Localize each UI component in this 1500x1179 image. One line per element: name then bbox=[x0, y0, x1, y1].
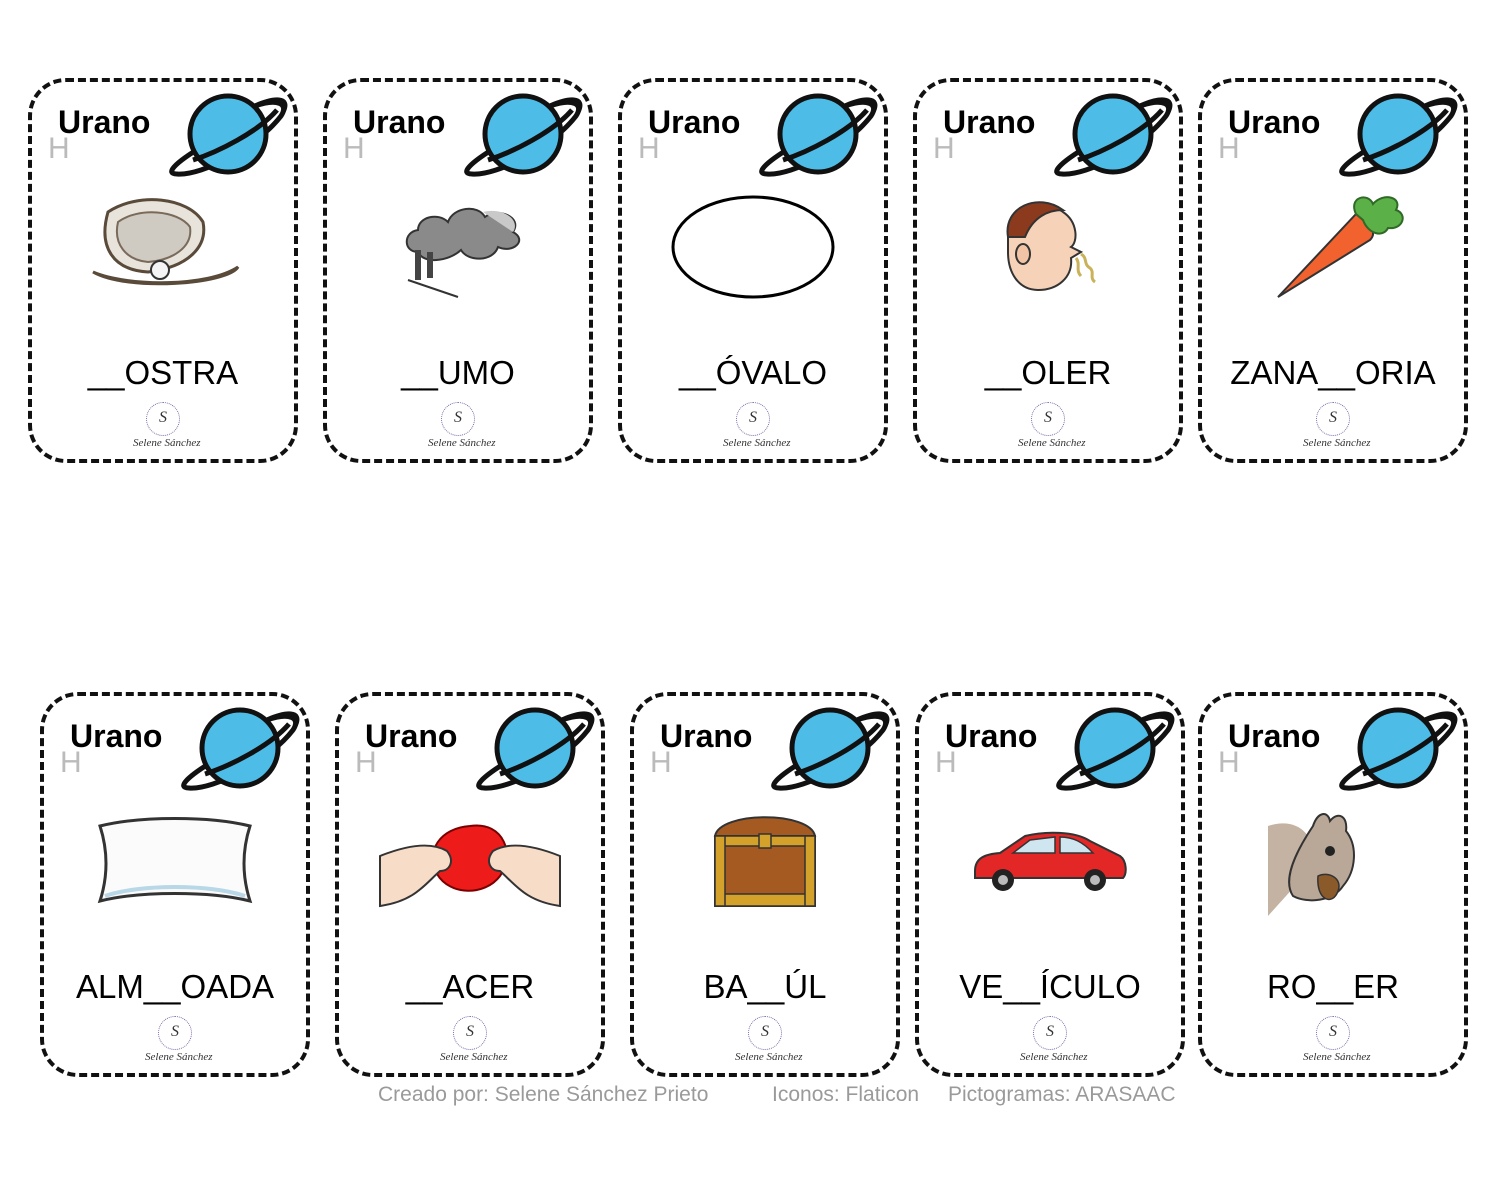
logo-signature: Selene Sánchez bbox=[723, 437, 791, 449]
logo-signature: Selene Sánchez bbox=[1020, 1051, 1088, 1063]
logo-seal: S bbox=[1316, 402, 1350, 436]
card-title: Urano bbox=[660, 718, 753, 754]
uranus-planet-icon bbox=[1333, 86, 1458, 181]
card-word: VE__ÍCULO bbox=[959, 968, 1141, 1005]
card-word: __OSTRA bbox=[87, 354, 239, 391]
logo-seal: S bbox=[158, 1016, 192, 1050]
squirrel-icon bbox=[1238, 806, 1428, 916]
uranus-planet-icon bbox=[470, 700, 595, 795]
card-letter: H bbox=[933, 132, 955, 165]
logo-signature: Selene Sánchez bbox=[1303, 437, 1371, 449]
footer-credits: Creado por: Selene Sánchez Prieto Iconos… bbox=[0, 1083, 1500, 1179]
card-title: Urano bbox=[943, 104, 1036, 140]
logo-signature: Selene Sánchez bbox=[145, 1051, 213, 1063]
logo-seal: S bbox=[1033, 1016, 1067, 1050]
chest-icon bbox=[670, 806, 860, 916]
uranus-planet-icon bbox=[458, 86, 583, 181]
footer-created-by: Creado por: Selene Sánchez Prieto bbox=[378, 1083, 709, 1106]
card-title: Urano bbox=[1228, 104, 1321, 140]
card-title: Urano bbox=[58, 104, 151, 140]
card-title: Urano bbox=[365, 718, 458, 754]
logo-seal: S bbox=[453, 1016, 487, 1050]
card-word: __UMO bbox=[401, 354, 515, 391]
card-letter: H bbox=[935, 746, 957, 779]
card-letter: H bbox=[638, 132, 660, 165]
footer-icons-credit: Iconos: Flaticon bbox=[772, 1083, 920, 1106]
logo-signature: Selene Sánchez bbox=[1303, 1051, 1371, 1063]
logo-seal: S bbox=[441, 402, 475, 436]
card-word: BA__ÚL bbox=[703, 968, 827, 1005]
carrot-icon bbox=[1238, 192, 1428, 302]
uranus-planet-icon bbox=[1048, 86, 1173, 181]
logo-seal: S bbox=[736, 402, 770, 436]
card-word: __ACER bbox=[405, 968, 535, 1005]
logo-seal: S bbox=[748, 1016, 782, 1050]
card-title: Urano bbox=[70, 718, 163, 754]
hands-kneading-icon bbox=[375, 806, 565, 916]
uranus-planet-icon bbox=[765, 700, 890, 795]
card-word: __OLER bbox=[984, 354, 1112, 391]
logo-signature: Selene Sánchez bbox=[428, 437, 496, 449]
logo-signature: Selene Sánchez bbox=[133, 437, 201, 449]
logo-signature: Selene Sánchez bbox=[440, 1051, 508, 1063]
card-letter: H bbox=[343, 132, 365, 165]
oyster-icon bbox=[68, 192, 258, 302]
card-title: Urano bbox=[1228, 718, 1321, 754]
car-icon bbox=[955, 806, 1145, 916]
oval-icon bbox=[658, 192, 848, 302]
card-letter: H bbox=[355, 746, 377, 779]
card-letter: H bbox=[1218, 746, 1240, 779]
logo-signature: Selene Sánchez bbox=[1018, 437, 1086, 449]
card-title: Urano bbox=[945, 718, 1038, 754]
card-word: __ÓVALO bbox=[679, 354, 827, 391]
card-title: Urano bbox=[648, 104, 741, 140]
uranus-planet-icon bbox=[753, 86, 878, 181]
smelling-boy-icon bbox=[953, 192, 1143, 302]
card-letter: H bbox=[60, 746, 82, 779]
uranus-planet-icon bbox=[175, 700, 300, 795]
logo-signature: Selene Sánchez bbox=[735, 1051, 803, 1063]
uranus-planet-icon bbox=[163, 86, 288, 181]
card-word: ZANA__ORIA bbox=[1230, 354, 1436, 391]
card-word: ALM__OADA bbox=[75, 968, 275, 1005]
pillow-icon bbox=[80, 806, 270, 916]
smoke-icon bbox=[363, 192, 553, 302]
card-letter: H bbox=[48, 132, 70, 165]
footer-pictograms-credit: Pictogramas: ARASAAC bbox=[948, 1083, 1176, 1106]
uranus-planet-icon bbox=[1050, 700, 1175, 795]
logo-seal: S bbox=[1316, 1016, 1350, 1050]
logo-seal: S bbox=[1031, 402, 1065, 436]
uranus-planet-icon bbox=[1333, 700, 1458, 795]
card-letter: H bbox=[650, 746, 672, 779]
card-letter: H bbox=[1218, 132, 1240, 165]
card-title: Urano bbox=[353, 104, 446, 140]
logo-seal: S bbox=[146, 402, 180, 436]
card-word: RO__ER bbox=[1266, 968, 1400, 1005]
